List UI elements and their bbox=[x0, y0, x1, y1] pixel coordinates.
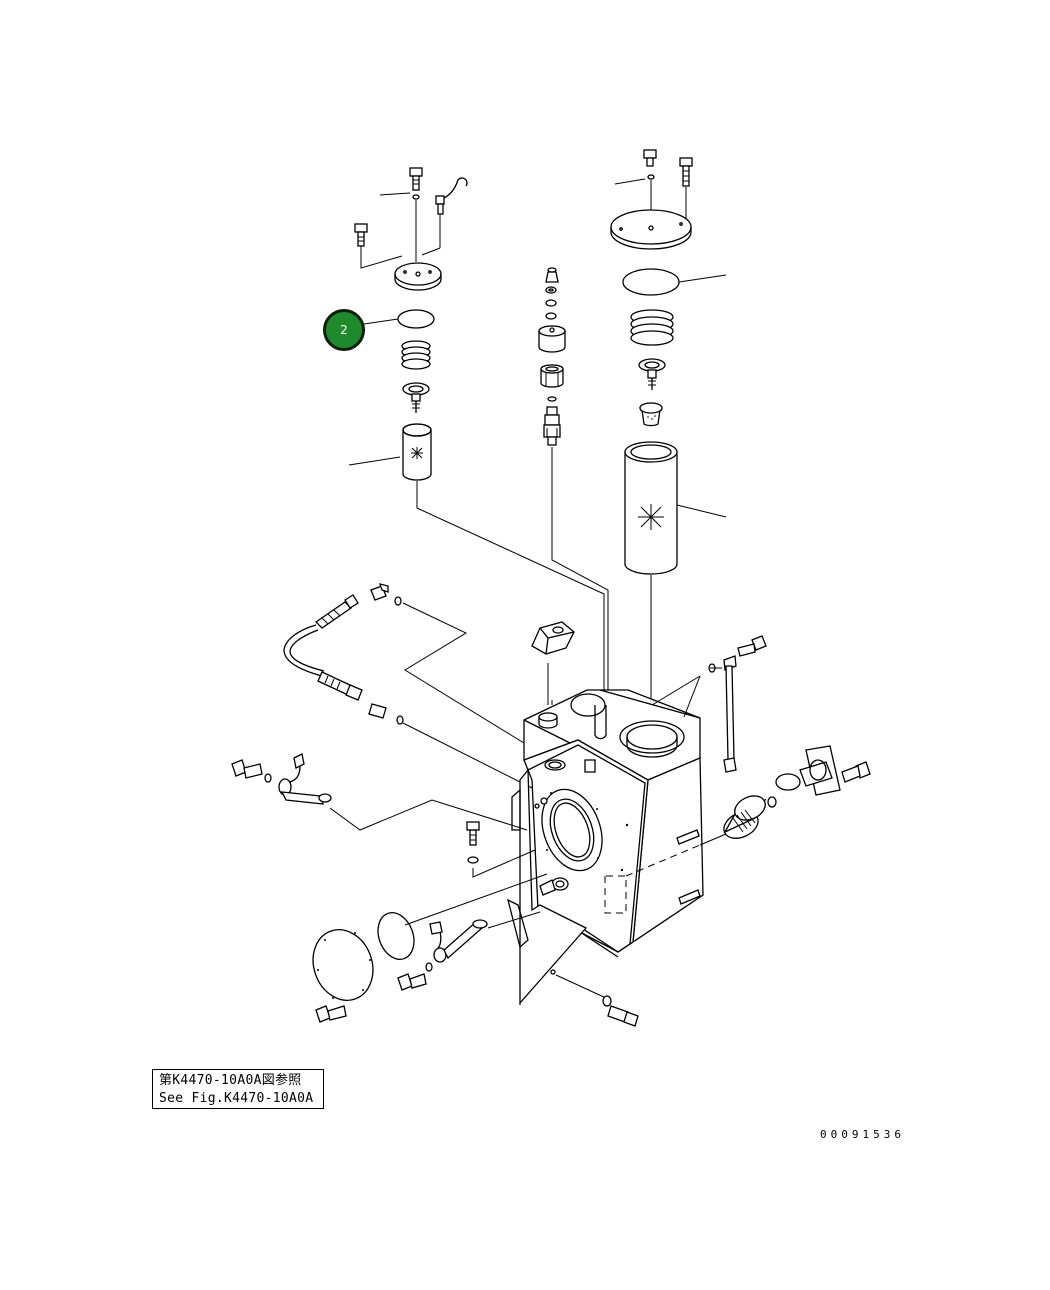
bolt-washer-front bbox=[466, 821, 536, 878]
suction-strainer-assembly bbox=[723, 745, 871, 839]
o-ring bbox=[622, 268, 680, 296]
bolt-icon bbox=[841, 761, 871, 783]
bolt-icon bbox=[315, 1005, 347, 1023]
drawing-number: 00091536 bbox=[820, 1128, 905, 1141]
reference-text-ja: 第K4470-10A0A図参照 bbox=[159, 1073, 302, 1088]
gasket bbox=[377, 912, 415, 960]
cover-plate bbox=[312, 929, 374, 1001]
float-sensor-icon bbox=[429, 919, 488, 963]
cover-plate bbox=[394, 262, 442, 291]
cover-plate bbox=[610, 209, 692, 250]
bolt-icon bbox=[737, 635, 767, 657]
figure-reference-box: 第K4470-10A0A図参照 See Fig.K4470-10A0A bbox=[152, 1069, 324, 1109]
hydraulic-tank bbox=[507, 663, 727, 1005]
filter-element-small bbox=[402, 423, 432, 481]
filter-port bbox=[619, 720, 685, 758]
fitting-icon bbox=[543, 406, 561, 446]
filter-element-large bbox=[624, 441, 678, 575]
drain-fitting-icon bbox=[539, 877, 569, 896]
bolt-icon bbox=[231, 759, 263, 779]
inspection-port bbox=[541, 788, 603, 872]
plug-icon bbox=[538, 712, 558, 729]
spring-icon bbox=[630, 309, 674, 346]
breather-cap-icon bbox=[531, 621, 575, 655]
left-filter-assembly bbox=[348, 167, 605, 690]
bolt-icon bbox=[643, 149, 657, 167]
bolt-icon bbox=[397, 973, 427, 991]
bolt-icon bbox=[354, 223, 368, 247]
sensor-icon bbox=[421, 177, 468, 256]
valve-icon bbox=[402, 382, 430, 413]
valve-icon bbox=[638, 358, 666, 390]
side-cover-assembly bbox=[312, 873, 548, 1023]
bolt-icon bbox=[409, 167, 423, 191]
level-sensor-assembly bbox=[231, 753, 528, 831]
strainer-element-icon bbox=[723, 795, 767, 839]
reference-text-en: See Fig.K4470-10A0A bbox=[159, 1091, 314, 1106]
bolt-icon bbox=[679, 157, 693, 187]
gasket bbox=[775, 773, 801, 791]
sight-gauge bbox=[708, 635, 767, 773]
bolt-icon bbox=[607, 1005, 639, 1027]
strainer-basket-icon bbox=[639, 402, 663, 427]
bottom-drain-bolt bbox=[550, 969, 639, 1027]
middle-strainer-assembly bbox=[538, 267, 609, 690]
callout-marker-2[interactable]: 2 bbox=[323, 309, 365, 351]
plug-icon bbox=[544, 759, 566, 771]
right-filter-assembly bbox=[610, 149, 727, 725]
cap-icon bbox=[538, 325, 566, 353]
spring-icon bbox=[401, 340, 431, 370]
o-ring bbox=[397, 309, 435, 329]
hose-assembly bbox=[283, 583, 538, 789]
nut-icon bbox=[540, 364, 564, 388]
